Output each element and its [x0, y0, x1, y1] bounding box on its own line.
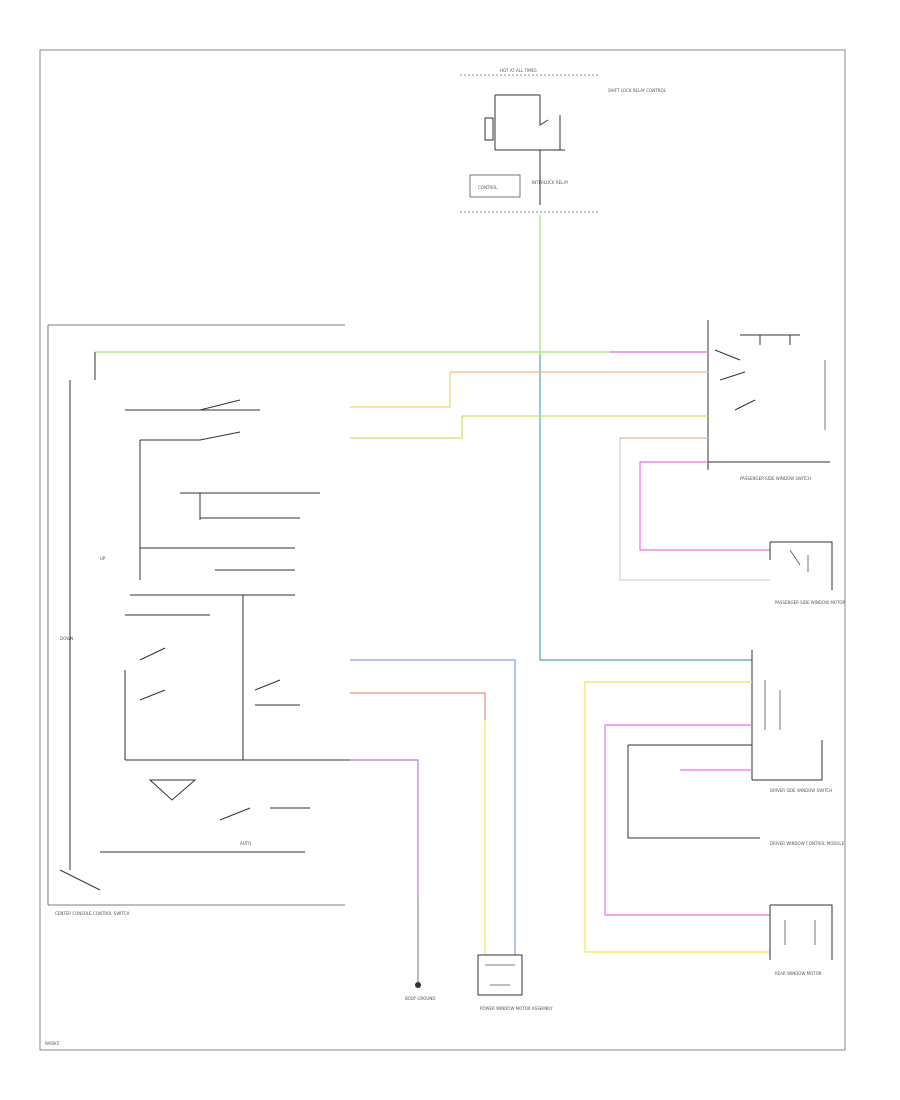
top-fuse-label: HOT AT ALL TIMES — [500, 68, 537, 73]
ground-label: BODY GROUND — [405, 996, 435, 1001]
wire-trunk-teal — [539, 355, 752, 661]
footer-code: W0SK5 — [45, 1041, 60, 1046]
driver-window-switch: DRIVER SIDE WINDOW SWITCH — [751, 650, 832, 793]
passenger-window-motor: PASSENGER SIDE WINDOW MOTOR — [769, 541, 846, 605]
down-label: DOWN — [60, 636, 73, 641]
rear-window-motor: REAR WINDOW MOTOR — [769, 904, 833, 976]
wire-red — [350, 692, 486, 720]
bottom-motor-label: POWER WINDOW MOTOR ASSEMBLY — [480, 1006, 553, 1011]
wire-thin-gray — [619, 438, 770, 581]
passenger-switch-label: PASSENGER SIDE WINDOW SWITCH — [740, 476, 811, 481]
driver-switch-label: DRIVER SIDE WINDOW SWITCH — [770, 788, 832, 793]
passenger-motor-label: PASSENGER SIDE WINDOW MOTOR — [775, 600, 846, 605]
power-window-motor: POWER WINDOW MOTOR ASSEMBLY — [477, 954, 553, 1011]
wire-purple — [350, 759, 419, 900]
top-relay-note: SHIFT LOCK RELAY CONTROL — [608, 88, 667, 93]
wire-pink-right — [604, 724, 770, 916]
wire-greenyellow — [350, 415, 708, 439]
top-relay-label: INTERLOCK RELAY — [532, 180, 569, 185]
module-label: CENTER CONSOLE CONTROL SWITCH — [55, 911, 129, 916]
passenger-window-switch: PASSENGER SIDE WINDOW SWITCH — [707, 320, 830, 481]
top-relay-block: HOT AT ALL TIMES SHIFT LOCK RELAY CONTRO… — [460, 68, 667, 213]
wire-yellow-left — [350, 372, 451, 408]
top-control-label: CONTROL — [478, 185, 498, 190]
diagram-frame — [39, 49, 846, 1051]
wire-blue — [350, 659, 516, 955]
wire-yellow-right — [584, 681, 770, 953]
up-label: UP — [100, 556, 106, 561]
body-ground: BODY GROUND — [405, 982, 435, 1001]
auto-label: AUTO — [240, 841, 251, 846]
wire-pink-loop — [639, 461, 770, 551]
center-console-module: CENTER CONSOLE CONTROL SWITCH UP DOWN AU… — [47, 324, 410, 916]
driver-note-label: DRIVER WINDOW CONTROL MODULE — [770, 841, 845, 846]
rear-motor-label: REAR WINDOW MOTOR — [775, 971, 822, 976]
